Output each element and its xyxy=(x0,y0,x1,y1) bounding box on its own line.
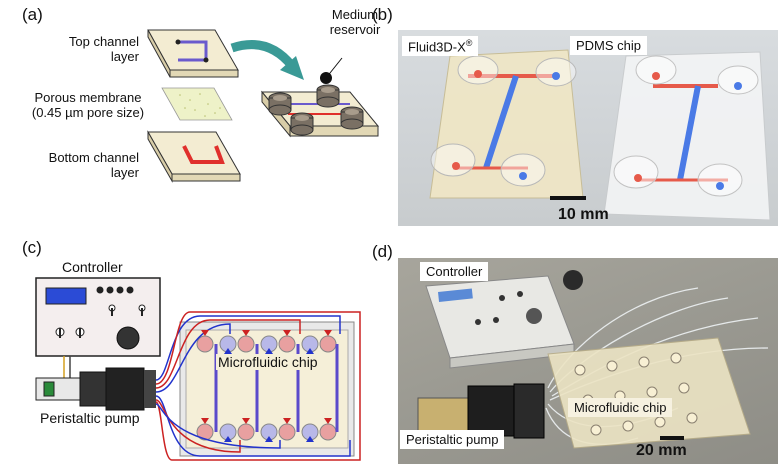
assembled-chip xyxy=(260,57,380,138)
peristaltic-pump xyxy=(35,367,156,411)
medium-reservoir-label: Medium reservoir xyxy=(329,7,381,37)
bottom-channel-layer-label: Bottom channel layer xyxy=(48,150,139,180)
scale-d-text: 20 mm xyxy=(636,442,687,459)
assembly-arrow xyxy=(230,40,304,80)
controller-label-d: Controller xyxy=(420,262,489,281)
controller-box xyxy=(35,277,161,357)
microfluidic-chip-schematic xyxy=(179,321,355,457)
top-channel-layer-label: Top channel layer xyxy=(68,34,139,64)
panel-c-label: (c) xyxy=(22,238,42,257)
controller-label-c: Controller xyxy=(62,259,123,275)
chip-photo-drawing xyxy=(429,49,771,221)
fluid3d-label: Fluid3D-X® xyxy=(402,36,479,57)
lcd-display xyxy=(45,287,87,305)
tubing-bundle xyxy=(155,311,361,461)
chip-label-c: Microfluidic chip xyxy=(216,354,320,370)
porous-membrane xyxy=(161,87,233,121)
microfluidic-chip-photo xyxy=(547,337,751,449)
pump-label-d: Peristaltic pump xyxy=(400,430,505,449)
fluid3d-chip xyxy=(429,49,584,199)
pump-photo xyxy=(417,383,545,439)
pdms-chip xyxy=(603,51,771,221)
porous-membrane-label: Porous membrane (0.45 µm pore size) xyxy=(31,90,145,120)
chip-label-d: Microfluidic chip xyxy=(568,398,673,417)
chip-photo: Fluid3D-X® PDMS chip 10 mm xyxy=(398,30,778,226)
panel-a-label: (a) xyxy=(22,5,43,24)
top-channel-layer xyxy=(147,29,239,78)
system-photo: Controller Peristaltic pump Microfluidic… xyxy=(398,258,778,464)
scale-b-text: 10 mm xyxy=(558,206,609,223)
panel-a-illustration xyxy=(147,29,380,183)
bottom-channel-layer xyxy=(147,130,241,183)
controller-photo xyxy=(425,270,583,369)
panel-b-label: (b) xyxy=(372,5,393,24)
pump-label-c: Peristaltic pump xyxy=(40,410,140,426)
fluid3d-label-text: Fluid3D-X xyxy=(408,39,466,55)
system-photo-drawing xyxy=(417,270,769,449)
panel-d-label: (d) xyxy=(372,242,393,261)
pdms-chip-label: PDMS chip xyxy=(570,36,648,55)
panel-c-schematic xyxy=(35,277,361,461)
fluid3d-reg-mark: ® xyxy=(465,38,473,48)
